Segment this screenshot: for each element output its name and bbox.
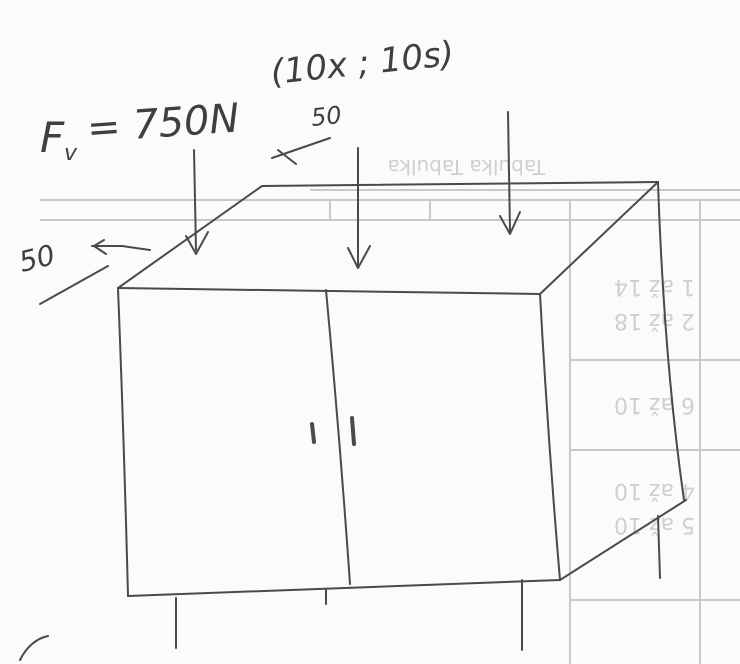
cabinet-top-front-edge — [117, 287, 541, 295]
force-symbol: F — [40, 113, 65, 162]
dimension-left-label: 50 — [16, 238, 59, 279]
door-split-line — [325, 289, 351, 585]
bleed-heading: Tabulka Tabulka — [387, 155, 546, 179]
bleed-through-table: Tabulka Tabulka 1 až 14 2 až 18 6 až 10 … — [40, 155, 740, 664]
bleed-row-3: 6 až 10 — [614, 392, 695, 417]
load-spec: (10x ; 10s) — [269, 34, 456, 93]
cabinet-back-right-edge — [657, 181, 685, 501]
bleed-row-2: 2 až 18 — [614, 308, 695, 333]
leg-back-right — [657, 515, 661, 579]
cabinet-bottom-front-edge — [127, 579, 561, 597]
cabinet-left-edge — [117, 287, 129, 597]
handle-left — [310, 422, 316, 444]
arrow-middle-head — [347, 245, 371, 269]
dimension-top-tick — [277, 149, 297, 165]
arrow-right-shaft — [507, 111, 511, 233]
cabinet-top-right-edge — [539, 181, 659, 295]
dimension-top-label: 50 — [310, 101, 343, 132]
cabinet-bottom-side-edge — [559, 499, 687, 581]
force-subscript: v — [64, 141, 78, 166]
force-value: = 750N — [85, 95, 240, 152]
bleed-row-5: 5 až 10 — [614, 512, 695, 537]
bleed-row-1: 1 až 14 — [614, 274, 695, 299]
cabinet-top-back-edges — [117, 181, 659, 289]
handle-right — [350, 416, 356, 446]
cabinet — [117, 181, 687, 651]
dimension-left-arrow-shaft — [91, 245, 151, 251]
dimension-top-line — [271, 137, 331, 159]
dimension-left-arrow-head — [93, 239, 107, 255]
arrow-right-head — [499, 211, 521, 235]
force-label: F v = 750N — [40, 95, 241, 166]
dimension-left-line — [39, 265, 109, 305]
cabinet-front-right-edge — [539, 293, 561, 581]
corner-mark — [19, 635, 49, 661]
arrow-left-head — [185, 231, 209, 255]
dimension-marks — [39, 137, 331, 305]
